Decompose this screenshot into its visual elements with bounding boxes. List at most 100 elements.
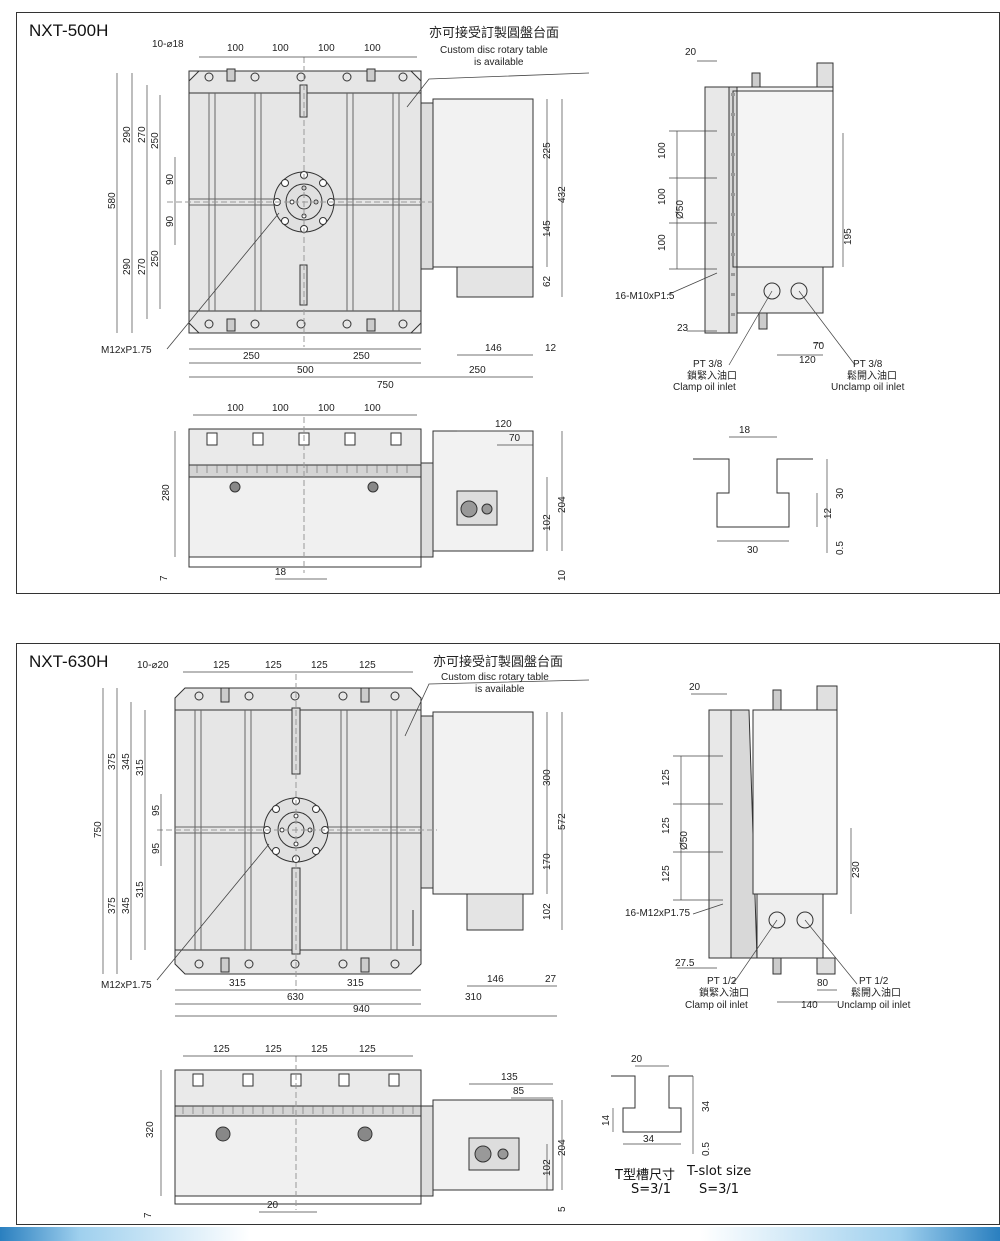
dim-label: 20 (685, 47, 697, 58)
dim-label: 5 (557, 1206, 568, 1212)
dim-label: 345 (121, 753, 132, 770)
dim-label: 102 (542, 903, 553, 920)
hole-spec: 10-⌀18 (152, 39, 184, 50)
dim-label: 375 (107, 897, 118, 914)
dim-label: 100 (657, 188, 668, 205)
slot-pitch: 100 (227, 43, 244, 54)
front-body (174, 1115, 422, 1197)
dim-label: 100 (657, 142, 668, 159)
dim-label: 345 (121, 897, 132, 914)
side-motor (736, 86, 834, 268)
dim-label: 145 (542, 220, 553, 237)
bore-spec: Ø50 (675, 200, 686, 219)
dim-label: 250 (243, 351, 260, 362)
dim-label: 102 (542, 1159, 553, 1176)
tslot-caption-zh: T型槽尺寸 (615, 1168, 675, 1183)
dim-label: 290 (122, 258, 133, 275)
tslot-ratio: S=3/1 (699, 1182, 740, 1197)
model-title: NXT-630H (29, 652, 109, 671)
slot-pitch: 125 (359, 660, 376, 671)
tslot-dim: 0.5 (835, 541, 846, 555)
slot-pitch: 125 (213, 660, 230, 671)
dim-label: 270 (137, 126, 148, 143)
dim-label: 23 (677, 323, 689, 334)
unclamp-port: PT 1/2 (859, 976, 889, 987)
dim-label: 204 (557, 1139, 568, 1156)
tap-spec: 16-M12xP1.75 (625, 908, 690, 919)
dim-label: 125 (661, 769, 672, 786)
dim-label: 432 (557, 186, 568, 203)
dim-label: 90 (165, 215, 176, 227)
tslot-detail (611, 1065, 694, 1154)
slot-pitch: 100 (318, 403, 335, 414)
nxt-630h-panel: NXT-630H (16, 643, 1000, 1225)
dim-label: 940 (353, 1004, 370, 1015)
custom-note-zh: 亦可接受訂製圓盤台面 (433, 654, 563, 670)
dim-label: 146 (487, 974, 504, 985)
dim-label: 580 (107, 192, 118, 209)
unclamp-en: Unclamp oil inlet (831, 382, 905, 393)
side-plate (708, 709, 732, 959)
tslot-width: 20 (631, 1054, 643, 1065)
clamp-en: Clamp oil inlet (673, 382, 736, 393)
clamp-zh: 鎖緊入油口 (699, 986, 749, 999)
dim-label: 250 (353, 351, 370, 362)
dim-label: 280 (161, 484, 172, 501)
dim-label: 27.5 (675, 958, 695, 969)
dim-label: 310 (465, 992, 482, 1003)
dim-label: 290 (122, 126, 133, 143)
dim-label: 300 (542, 769, 553, 786)
unclamp-en: Unclamp oil inlet (837, 1000, 911, 1011)
dim-label: 125 (661, 817, 672, 834)
bore-spec: Ø50 (679, 831, 690, 850)
dim-label: 195 (843, 228, 854, 245)
hole-spec: 10-⌀20 (137, 660, 169, 671)
front-motor (432, 1099, 554, 1191)
dim-label: 12 (545, 343, 557, 354)
tslot-dim: 30 (835, 487, 846, 499)
slot-pitch: 100 (364, 403, 381, 414)
dim-label: 572 (557, 813, 568, 830)
dim-label: 120 (799, 355, 816, 366)
slot-pitch: 125 (265, 660, 282, 671)
tslot-dim: 12 (823, 507, 834, 519)
tslot-caption-en: T-slot size (687, 1164, 752, 1179)
dim-label: 90 (165, 173, 176, 185)
unclamp-zh: 鬆開入油口 (847, 369, 897, 382)
dim-label: 135 (501, 1072, 518, 1083)
custom-note-en: Custom disc rotary table (441, 672, 549, 683)
dim-label: 315 (347, 978, 364, 989)
dim-label: 315 (135, 881, 146, 898)
tslot-dim: 30 (747, 545, 759, 556)
dim-label: 250 (469, 365, 486, 376)
slot-pitch: 125 (359, 1044, 376, 1055)
tslot-dim: 14 (601, 1114, 612, 1126)
dim-label: 27 (545, 974, 557, 985)
side-plate (704, 86, 730, 334)
custom-note-en: is available (475, 684, 525, 695)
dim-label: 10 (557, 569, 568, 581)
side-motor (752, 709, 838, 895)
unclamp-zh: 鬆開入油口 (851, 986, 901, 999)
slot-pitch: 125 (213, 1044, 230, 1055)
dim-label: 170 (542, 853, 553, 870)
thread-spec: M12xP1.75 (101, 345, 152, 356)
tslot-detail (693, 436, 828, 553)
dim-label: 146 (485, 343, 502, 354)
dim-label: 95 (151, 804, 162, 816)
dim-label: 70 (509, 433, 521, 444)
tslot-ratio: S=3/1 (631, 1182, 672, 1197)
clamp-en: Clamp oil inlet (685, 1000, 748, 1011)
dim-label: 500 (297, 365, 314, 376)
thread-spec: M12xP1.75 (101, 980, 152, 991)
dim-label: 750 (93, 821, 104, 838)
custom-note-en: is available (474, 57, 524, 68)
dim-label: 204 (557, 496, 568, 513)
slot-pitch: 125 (311, 1044, 328, 1055)
dim-label: 95 (151, 842, 162, 854)
dim-label: 7 (159, 575, 170, 581)
dim-label: 250 (150, 132, 161, 149)
slot-pitch: 100 (272, 403, 289, 414)
dim-label: 20 (267, 1200, 279, 1211)
tslot-dim: 0.5 (701, 1142, 712, 1156)
